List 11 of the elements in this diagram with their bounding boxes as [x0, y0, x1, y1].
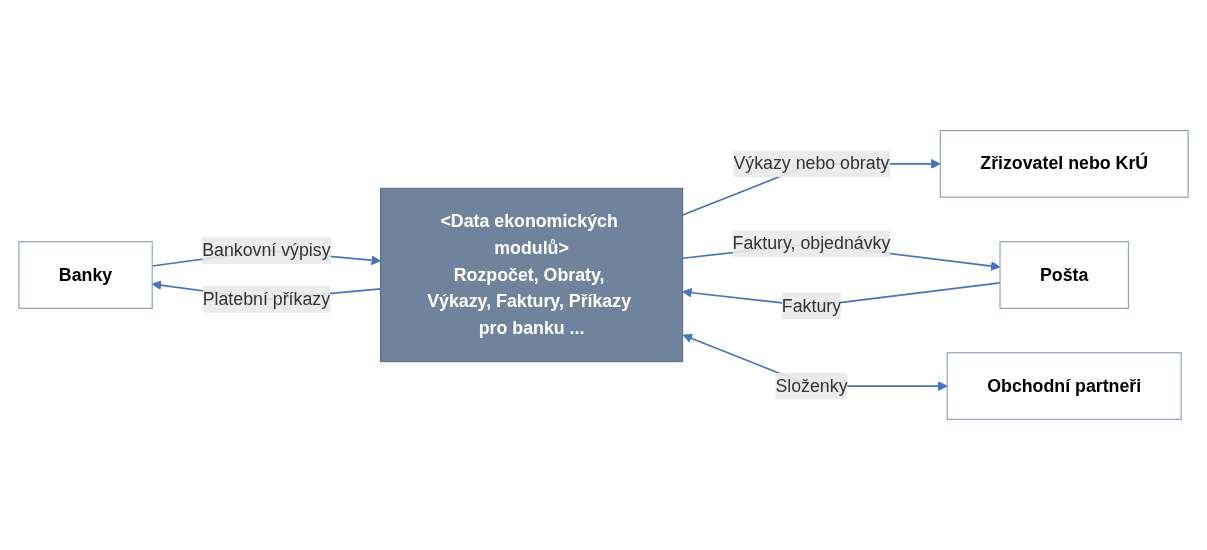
edge-label: Faktury	[781, 296, 842, 315]
node-box: Banky	[18, 241, 153, 309]
node-box: <Data ekonomických modulů> Rozpočet, Obraty, Výkazy, Faktury, Příkazy pro banku ...	[380, 187, 684, 363]
edge-label: Faktury, objednávky	[732, 233, 891, 253]
edge-label: Složenky	[775, 376, 848, 395]
edge-label: Platební příkazy	[202, 289, 331, 309]
node-box: Zřizovatel nebo KrÚ	[939, 130, 1189, 198]
edge-label: Bankovní výpisy	[202, 240, 331, 260]
edge-label: Výkazy nebo obraty	[733, 153, 890, 173]
node-box: Pošta	[999, 241, 1129, 309]
node-box: Obchodní partneři	[946, 352, 1182, 420]
